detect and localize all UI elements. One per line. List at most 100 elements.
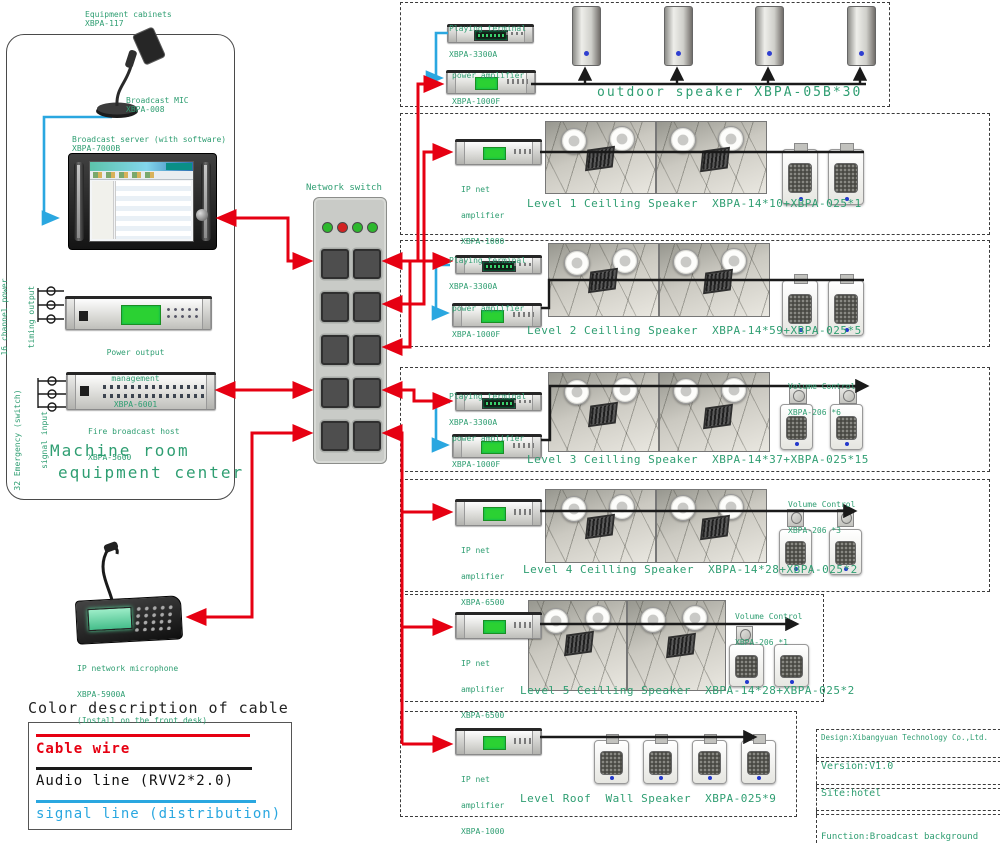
speaker-grille-icon xyxy=(585,513,616,540)
ip-net-amplifier-roof-device xyxy=(455,728,542,755)
machine-room-title-line2: equipment center xyxy=(58,463,245,482)
switch-port-icon xyxy=(353,421,381,451)
level5-caption: Level 5 Ceilling Speaker XBPA-14*28+XBPA… xyxy=(520,684,855,697)
ip-net-amplifier-level4-device xyxy=(455,499,542,526)
wall-speaker-icon xyxy=(643,734,678,784)
level5-amp-label: IP net amplifier XBPA-6500 xyxy=(461,658,505,721)
ceiling-photo xyxy=(656,121,767,194)
speaker-grille-icon xyxy=(702,403,733,429)
bracket-icon xyxy=(840,274,854,284)
outdoor-section-box xyxy=(400,2,890,107)
legend-cable-wire: Cable wire xyxy=(36,741,131,757)
outdoor-caption: outdoor speaker XBPA-05B*30 xyxy=(597,85,863,100)
ceiling-photo xyxy=(545,489,656,563)
power-amplifier-level2-device xyxy=(452,303,542,327)
lcd-display-icon xyxy=(481,398,516,409)
ceiling-speaker-icon xyxy=(639,607,666,634)
ceiling-photo xyxy=(548,243,659,317)
server-screen xyxy=(89,161,194,242)
ip-network-microphone-device xyxy=(74,595,184,645)
ceiling-photo xyxy=(528,600,627,691)
desk-mic-gooseneck-icon xyxy=(101,541,119,601)
rack-rail-icon xyxy=(201,162,211,241)
switch-port-icon xyxy=(321,292,349,322)
wall-speaker-icon xyxy=(729,644,764,687)
ceiling-photo xyxy=(627,600,726,691)
lcd-display-icon xyxy=(483,620,506,634)
cabinet-label: Equipment cabinets xyxy=(85,10,172,19)
legend-title: Color description of cable xyxy=(28,699,289,717)
lcd-display-icon xyxy=(481,441,505,454)
bracket-icon xyxy=(654,734,669,744)
status-led-icon xyxy=(352,222,363,233)
status-led-icon xyxy=(337,222,348,233)
timing-output-note: 16 channel power timing output xyxy=(0,278,36,356)
server-list-pane xyxy=(92,181,114,239)
audio-line-icon xyxy=(36,767,252,770)
speaker-grille-icon xyxy=(702,269,733,295)
indicator-row-icon xyxy=(102,394,205,399)
info-version-row: Version:V1.0 xyxy=(816,757,1000,789)
button-row-icon xyxy=(513,399,535,404)
power-output-management-device xyxy=(65,296,212,330)
button-row-icon xyxy=(512,443,534,449)
ceiling-speaker-icon xyxy=(673,249,700,276)
ceiling-speaker-icon xyxy=(670,495,697,522)
rack-ear-icon xyxy=(66,299,75,329)
rack-ear-icon xyxy=(67,375,76,409)
ceiling-speaker-icon xyxy=(564,249,591,276)
wall-speaker-icon xyxy=(782,143,818,205)
volume-knob-icon xyxy=(787,509,804,527)
level2-amp-label: power amplifier XBPA-1000F xyxy=(452,303,525,339)
cable-wire-line-icon xyxy=(36,734,250,737)
button-row-icon xyxy=(505,31,527,36)
level3-section-box xyxy=(400,367,990,472)
ceiling-speaker-icon xyxy=(718,493,745,520)
button-row-icon xyxy=(513,148,535,155)
power-amplifier-outdoor-device xyxy=(446,70,536,94)
ip-mic-label: IP network microphone XBPA-5900A (Instal… xyxy=(77,663,208,726)
level3-amp-label: power amplifier XBPA-1000F xyxy=(452,433,525,469)
server-toolbar xyxy=(90,171,193,180)
lcd-display-icon xyxy=(473,30,508,41)
wall-speaker-icon xyxy=(692,734,727,784)
emergency-input-note: 32 Emergency (switch) signal input xyxy=(13,389,49,491)
wall-speaker-icon xyxy=(829,529,862,575)
switch-port-icon xyxy=(321,249,349,279)
speaker-grille-icon xyxy=(588,401,619,428)
ip-net-amplifier-level1-device xyxy=(455,139,542,165)
speaker-grille-icon xyxy=(699,515,730,541)
wall-speaker-icon xyxy=(779,529,812,575)
legend-signal-line: signal line (distribution) xyxy=(36,806,282,822)
network-switch-label: Network switch xyxy=(306,183,382,193)
playing-terminal-level3-device xyxy=(455,392,542,411)
ceiling-speaker-icon xyxy=(670,126,697,153)
ceiling-speaker-icon xyxy=(682,605,709,632)
outdoor-amp-label: power amplifier XBPA-1000F xyxy=(452,70,525,106)
button-row-icon xyxy=(513,508,535,515)
server-model: XBPA-7000B xyxy=(72,144,121,153)
ceiling-photo xyxy=(548,372,659,452)
rack-ear-icon xyxy=(202,299,211,329)
ceiling-photo xyxy=(659,243,770,317)
level3-terminal-label: Playing terminal XBPA-3300A xyxy=(449,391,527,427)
ceiling-photo xyxy=(656,489,767,563)
playing-terminal-level2-device xyxy=(455,255,542,274)
level1-amp-label: IP net amplifier XBPA-1000 xyxy=(461,184,505,247)
switch-port-icon xyxy=(321,421,349,451)
speaker-grille-icon xyxy=(563,630,594,657)
switch-port-icon xyxy=(321,335,349,365)
power-mgmt-label: Power output management XBPA-6001 xyxy=(106,347,165,410)
lcd-display-icon xyxy=(121,305,161,325)
legend-box xyxy=(28,722,292,830)
ceiling-speaker-icon xyxy=(561,495,588,522)
cabinet-model: XBPA-117 xyxy=(85,19,124,28)
button-grid-icon xyxy=(164,305,200,323)
outdoor-column-speaker-icon xyxy=(572,6,601,66)
fire-host-label: Fire broadcast host XBPA-5600 xyxy=(88,426,180,462)
lcd-display-icon xyxy=(483,736,506,750)
speaker-grille-icon xyxy=(699,146,730,173)
level4-amp-label: IP net amplifier XBPA-6500 xyxy=(461,545,505,608)
bracket-icon xyxy=(752,734,767,744)
